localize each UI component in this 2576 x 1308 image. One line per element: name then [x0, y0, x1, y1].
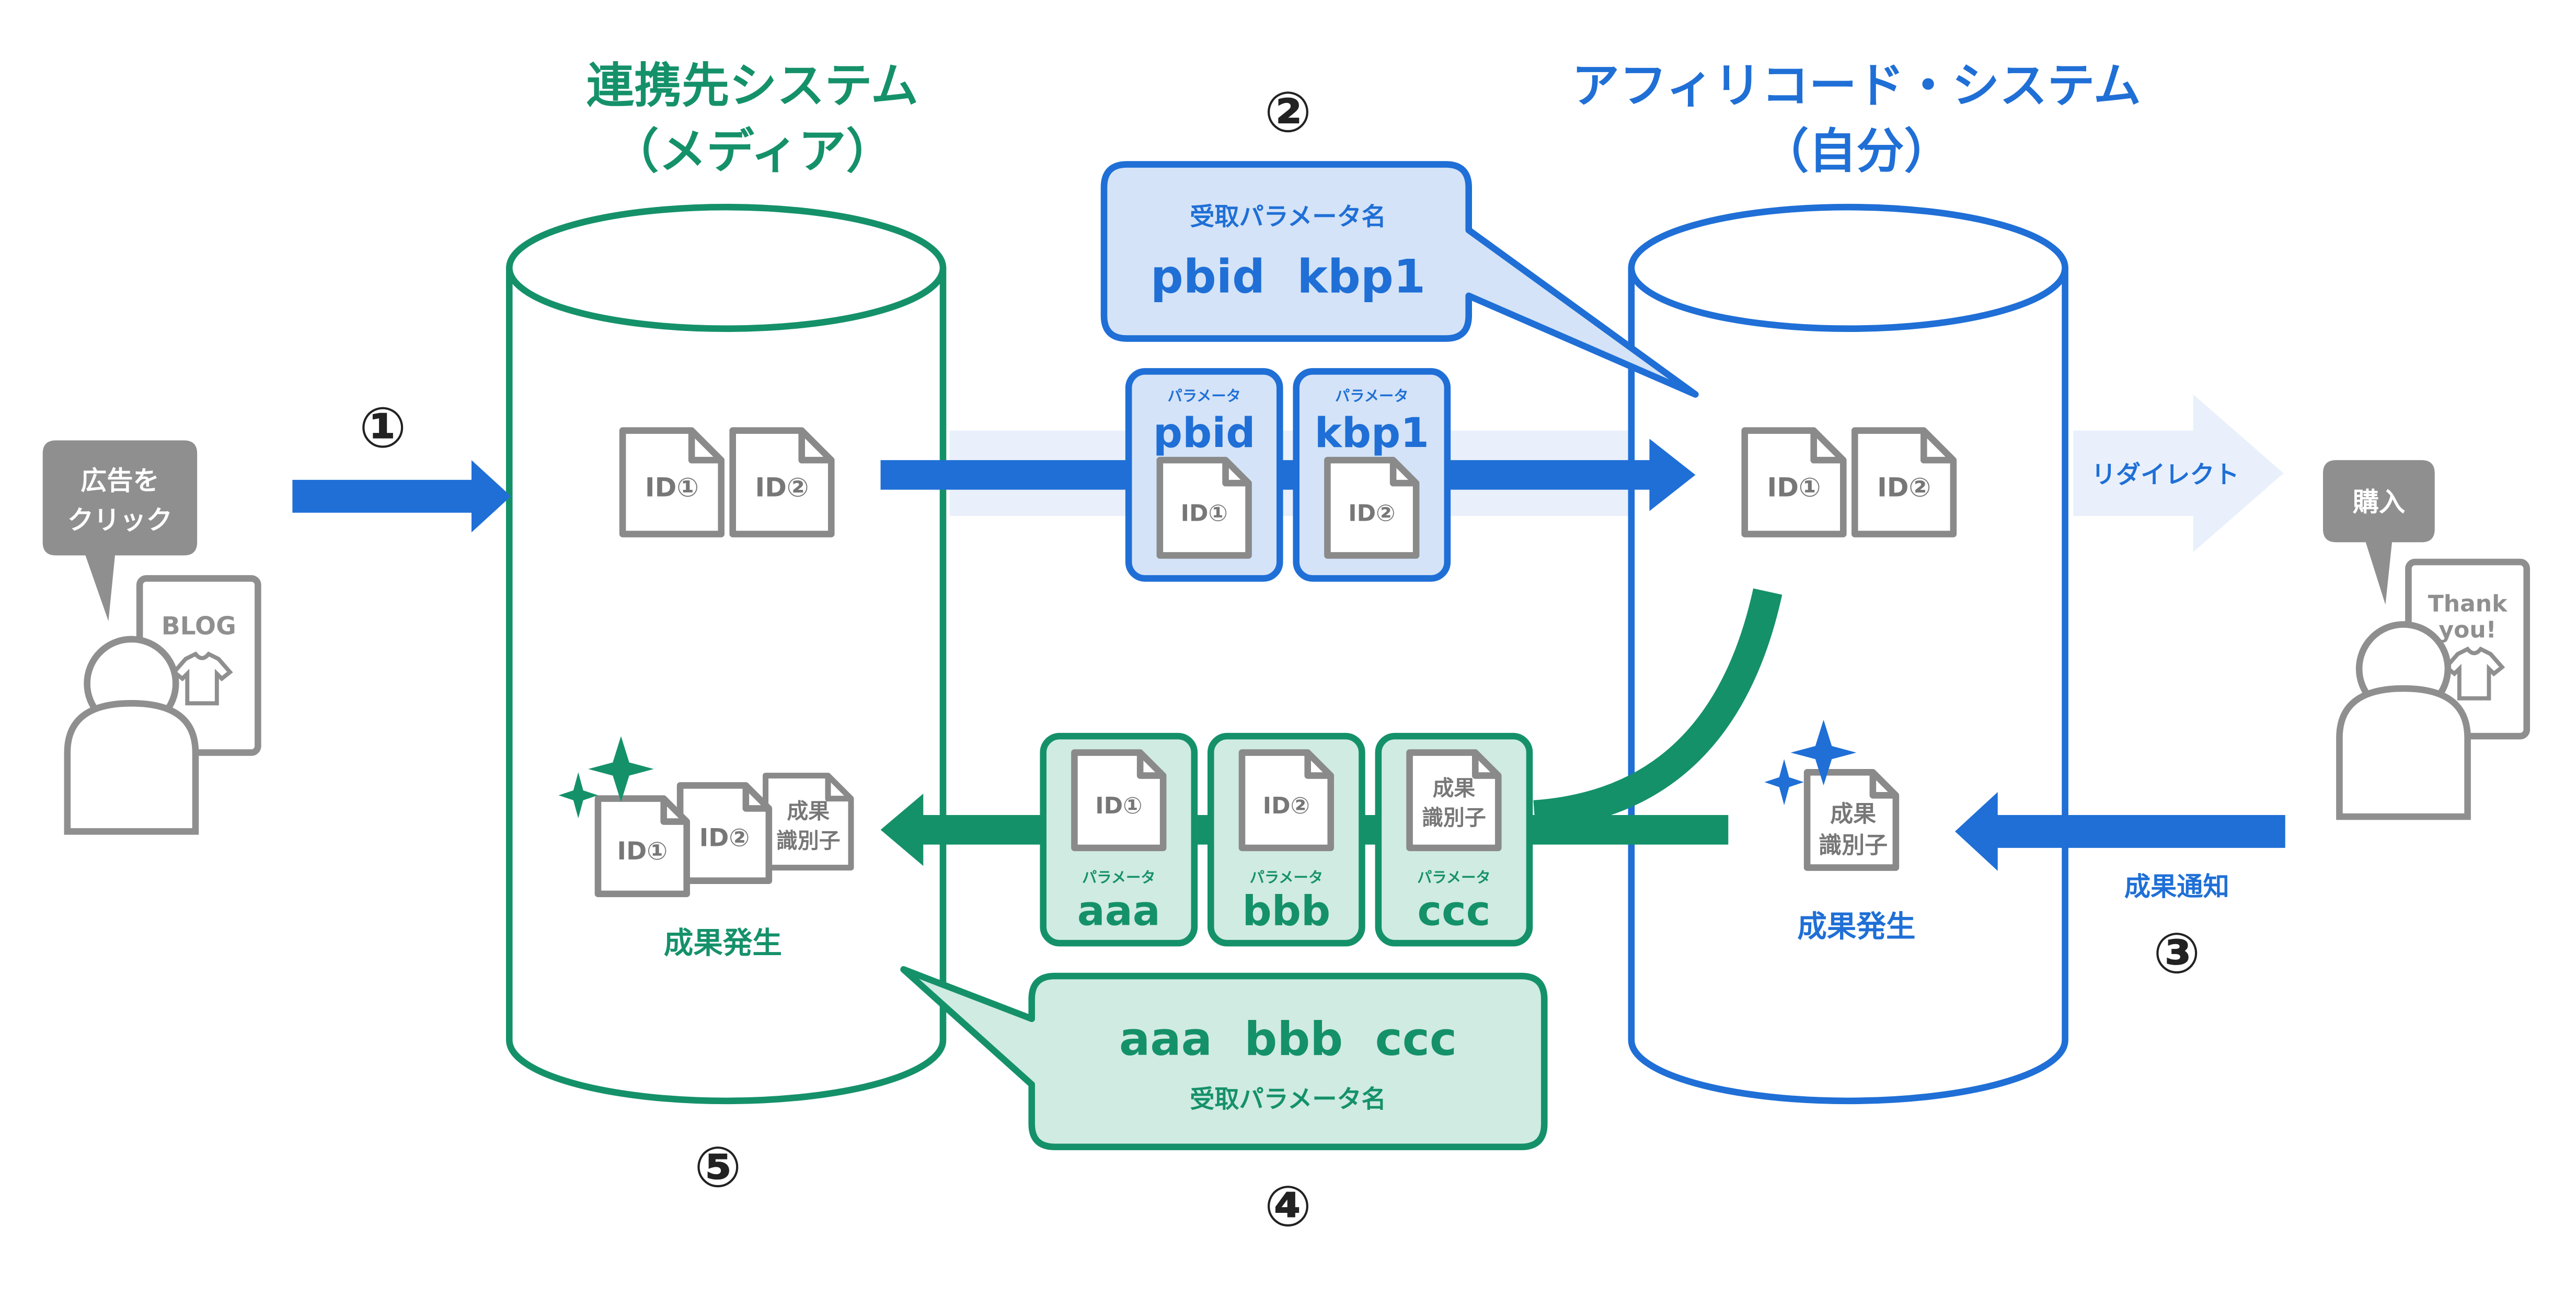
svg-text:パラメータ: パラメータ [1250, 869, 1323, 886]
svg-text:成果: 成果 [1433, 775, 1476, 800]
partner-doc-result: 成果 識別子 [766, 776, 851, 868]
svg-text:購入: 購入 [2353, 487, 2406, 518]
svg-text:パラメータ: パラメータ [1417, 869, 1490, 886]
left-user: BLOG 広告を クリック [42, 440, 261, 832]
svg-text:クリック: クリック [67, 504, 172, 535]
green-callout: aaa bbb ccc 受取パラメータ名 [900, 966, 1548, 1151]
right-user: Thank you! 購入 [2323, 460, 2530, 817]
thankyou-line2: you! [2439, 617, 2496, 644]
svg-text:ID②: ID② [1877, 472, 1931, 502]
blue-callout: 受取パラメータ名 pbid kbp1 [1100, 161, 1699, 398]
affi-title-line1: アフィリコード・システム [1572, 58, 2141, 113]
svg-text:識別子: 識別子 [1819, 832, 1888, 858]
partner-result-occur: 成果発生 [664, 926, 782, 960]
green-callout-params: aaa bbb ccc [1119, 1012, 1457, 1066]
arrow-step1 [292, 460, 511, 533]
affi-title-line2: （自分） [1761, 124, 1952, 179]
partner-doc-id1: ID① [623, 431, 721, 534]
affi-result-occur: 成果発生 [1797, 910, 1915, 944]
param-name-pbid: pbid [1153, 409, 1256, 457]
green-curve [1533, 588, 1782, 830]
svg-text:ID①: ID① [645, 472, 699, 502]
svg-text:ID②: ID② [699, 824, 750, 853]
affi-doc-result: 成果 識別子 [1807, 772, 1896, 867]
step-2: ② [1264, 81, 1312, 145]
partner-system-cylinder [506, 203, 947, 1105]
thankyou-line1: Thank [2428, 590, 2508, 617]
svg-text:パラメータ: パラメータ [1335, 387, 1408, 405]
blue-callout-caption: 受取パラメータ名 [1190, 203, 1386, 232]
arrow-return-params-head [880, 794, 924, 866]
svg-text:ID②: ID② [1348, 500, 1395, 526]
affiliate-system-cylinder [1628, 203, 2068, 1105]
partner-title-line1: 連携先システム [586, 58, 918, 113]
param-card-aaa: ID① パラメータ aaa [1040, 732, 1198, 947]
svg-text:成果: 成果 [1830, 801, 1876, 828]
param-name-ccc: ccc [1418, 887, 1491, 935]
svg-text:識別子: 識別子 [1422, 805, 1486, 830]
svg-text:パラメータ: パラメータ [1082, 869, 1155, 886]
svg-text:ID②: ID② [1263, 793, 1310, 819]
svg-text:ID①: ID① [1767, 472, 1821, 502]
partner-doc-id1-small: ID① [598, 799, 687, 894]
result-notice-label: 成果通知 [2124, 871, 2229, 902]
affi-doc-id1: ID① [1745, 431, 1844, 534]
param-card-kbp1: パラメータ kbp1 ID② [1293, 368, 1451, 582]
param-card-bbb: ID② パラメータ bbb [1208, 732, 1365, 947]
step-1: ① [359, 396, 406, 461]
blog-label: BLOG [162, 612, 236, 640]
param-name-kbp1: kbp1 [1315, 409, 1429, 457]
purchase-bubble: 購入 [2323, 460, 2435, 605]
step-3: ③ [2153, 922, 2200, 986]
param-name-aaa: aaa [1077, 887, 1160, 935]
partner-title-line2: （メディア） [611, 124, 893, 179]
arrow-pass-params-head [1649, 439, 1696, 511]
param-card-pbid: パラメータ pbid ID① [1125, 368, 1283, 582]
step-5: ⑤ [694, 1135, 741, 1200]
param-name-bbb: bbb [1242, 887, 1330, 935]
arrow-step3 [1955, 792, 2285, 871]
redirect-label: リダイレクト [2091, 461, 2239, 489]
step-4: ④ [1264, 1175, 1312, 1240]
green-callout-caption: 受取パラメータ名 [1190, 1085, 1386, 1114]
svg-text:ID②: ID② [755, 472, 809, 502]
affi-doc-id2: ID② [1855, 431, 1953, 534]
person-icon [2339, 624, 2467, 817]
sparkle-icon [558, 736, 654, 819]
click-ad-bubble: 広告を クリック [42, 440, 198, 622]
partner-doc-id2-small: ID② [680, 785, 769, 880]
partner-doc-id2: ID② [733, 431, 832, 534]
svg-text:ID①: ID① [1095, 793, 1142, 819]
redirect-arrow [2073, 394, 2284, 553]
svg-text:パラメータ: パラメータ [1167, 387, 1240, 405]
svg-text:ID①: ID① [1181, 500, 1228, 526]
sparkle-icon [1764, 719, 1857, 806]
person-icon [67, 639, 196, 832]
svg-text:成果: 成果 [787, 798, 830, 823]
svg-text:識別子: 識別子 [776, 828, 841, 853]
svg-text:広告を: 広告を [80, 465, 159, 496]
svg-text:ID①: ID① [617, 837, 668, 866]
blue-callout-params: pbid kbp1 [1151, 250, 1425, 304]
param-card-ccc: 成果 識別子 パラメータ ccc [1375, 732, 1533, 947]
